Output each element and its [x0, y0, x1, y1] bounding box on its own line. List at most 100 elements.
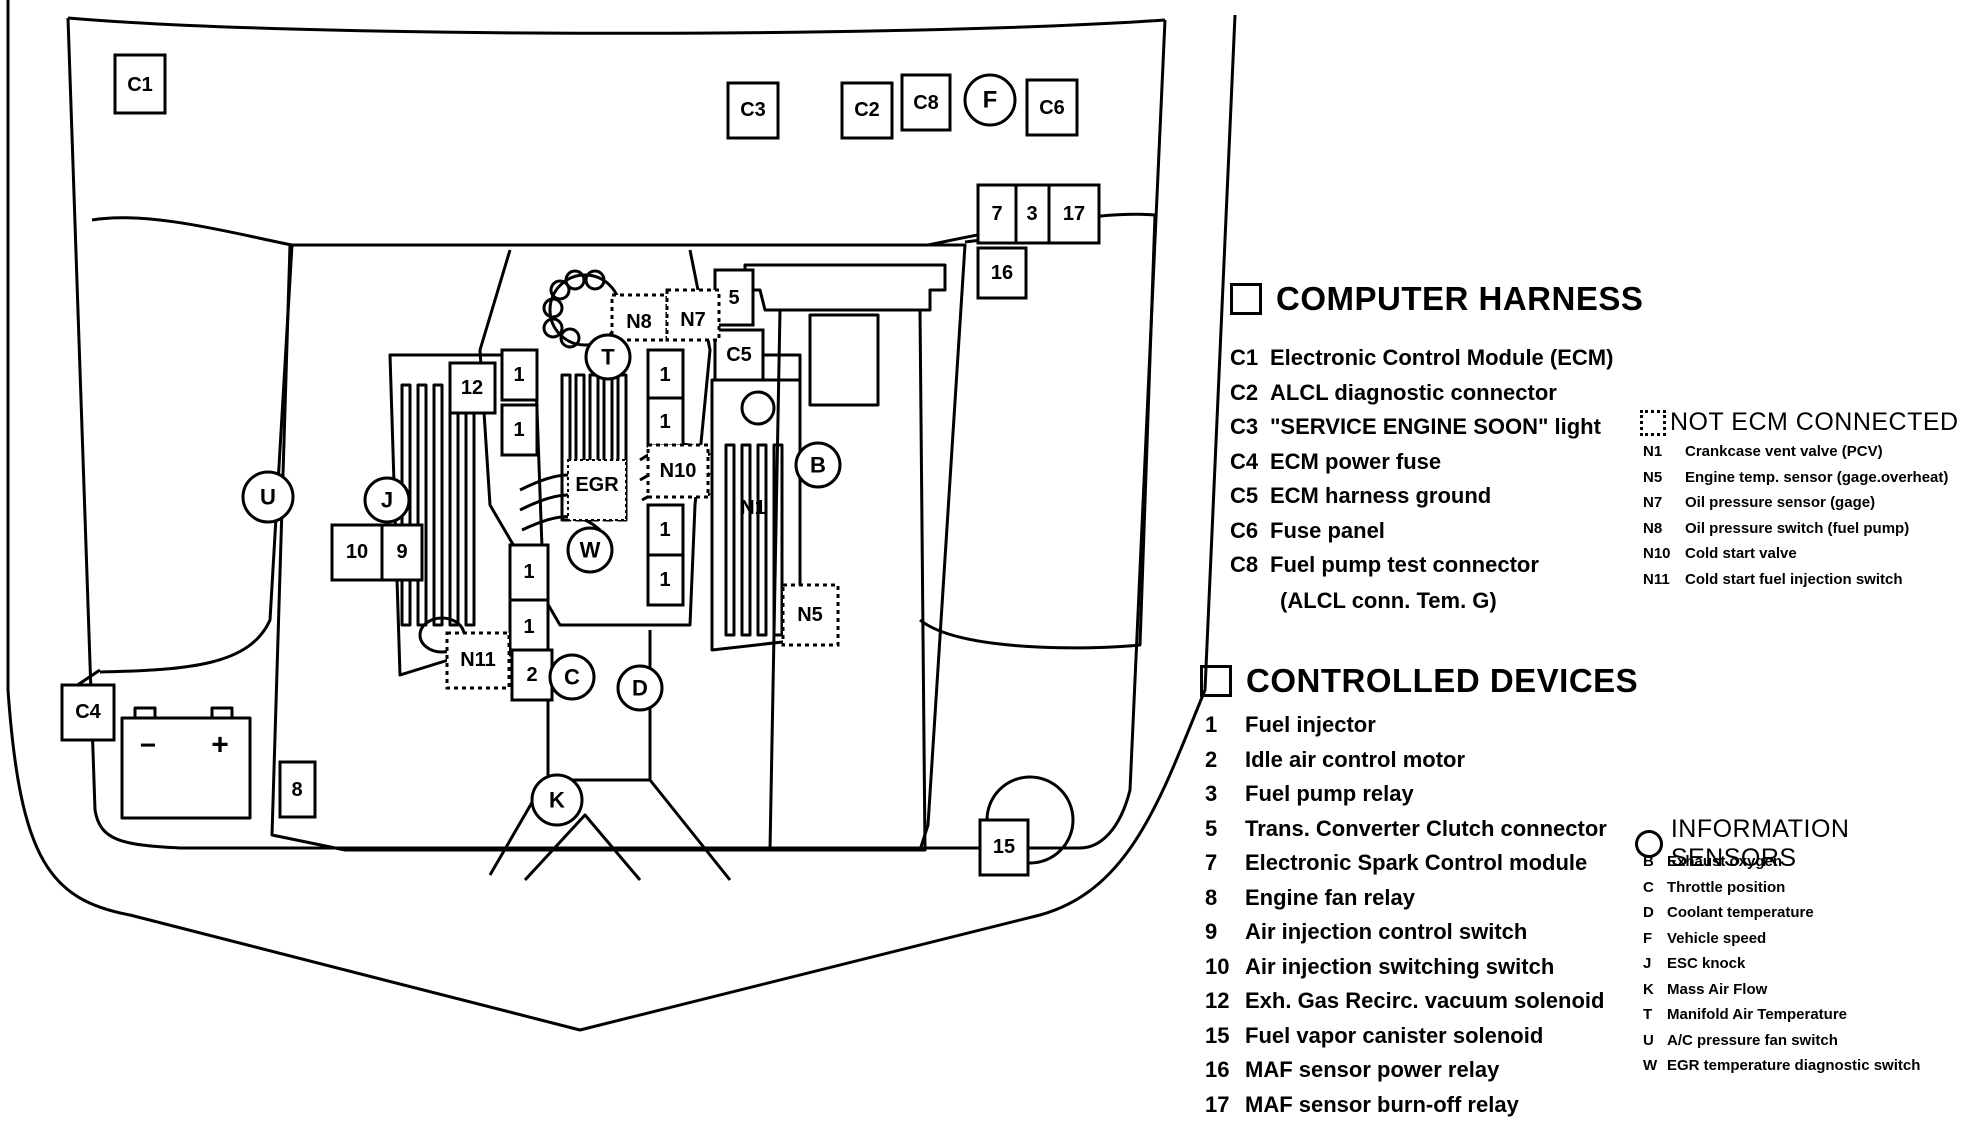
label-N7: N7: [680, 309, 706, 331]
information-sensor-text: Manifold Air Temperature: [1667, 1006, 1848, 1023]
computer-harness-key: C2: [1230, 379, 1259, 405]
computer-harness-key: C4: [1230, 448, 1259, 474]
box-C8: [900, 73, 952, 132]
label-plus: +: [211, 729, 229, 762]
label-N5: N5: [797, 604, 823, 626]
air-cleaner-body: [768, 308, 927, 852]
not-ecm-text: Engine temp. sensor (gage.overheat): [1685, 468, 1949, 486]
label-N10: N10: [660, 460, 697, 482]
solid-square-icon: [1200, 665, 1232, 697]
circle-icon: [1635, 830, 1663, 858]
computer-harness-item: C5 ECM harness ground: [1230, 483, 1491, 509]
computer-harness-key: C5: [1230, 483, 1259, 508]
not-ecm-key: N5: [1643, 468, 1663, 486]
controlled-device-key: 15: [1205, 1022, 1230, 1048]
label-C3: C3: [740, 99, 766, 121]
computer-harness-item: C3"SERVICE ENGINE SOON" light: [1230, 414, 1601, 440]
label-minus: −: [140, 730, 156, 761]
hood-outline: [6, 0, 1237, 1032]
dotted-square-icon: [1640, 409, 1666, 436]
label-C5: C5: [726, 344, 752, 366]
label-1h: 1: [523, 616, 534, 638]
air-intake-duct: [488, 778, 732, 882]
information-sensor-key: F: [1643, 929, 1653, 947]
box-1e: [646, 503, 685, 557]
label-7: 7: [991, 203, 1002, 225]
box-C1: [113, 53, 167, 115]
circle-K: [530, 773, 584, 827]
label-F: F: [983, 87, 998, 114]
battery: [120, 706, 252, 820]
label-J: J: [381, 488, 393, 513]
label-K: K: [549, 788, 565, 813]
computer-harness-text: ECM harness ground: [1270, 483, 1492, 508]
circle-J: [363, 476, 411, 524]
controlled-device-text: Engine fan relay: [1245, 884, 1415, 910]
label-9: 9: [396, 541, 407, 563]
left-bank-fins: [400, 383, 476, 627]
label-N11: N11: [460, 649, 496, 671]
not-ecm-title: NOT ECM CONNECTED: [1640, 408, 1959, 437]
information-sensor-item: F Vehicle speed: [1643, 930, 1766, 947]
information-sensor-key: J: [1643, 955, 1652, 972]
label-17: 17: [1063, 203, 1085, 225]
label-C1: C1: [127, 74, 153, 96]
computer-harness-text: Fuse panel: [1270, 517, 1385, 543]
computer-harness-key: C1: [1230, 345, 1259, 370]
information-sensor-key: U: [1643, 1031, 1654, 1049]
label-EGR: EGR: [575, 474, 619, 496]
not-ecm-key: N7: [1643, 494, 1663, 511]
box-1d: [646, 396, 685, 448]
air-box: [808, 313, 880, 407]
computer-harness-text: "SERVICE ENGINE SOON" light: [1270, 414, 1601, 439]
controlled-device-text: Exh. Gas Recirc. vacuum solenoid: [1245, 988, 1605, 1013]
information-sensor-text: Vehicle speed: [1667, 929, 1767, 947]
information-sensor-text: Coolant temperature: [1667, 904, 1814, 921]
not-ecm-text: Cold start fuel injection switch: [1685, 570, 1903, 588]
label-C2: C2: [854, 99, 880, 121]
computer-harness-item: C2 ALCL diagnostic connector: [1230, 380, 1557, 406]
information-sensor-key: K: [1643, 980, 1654, 998]
label-1f: 1: [659, 569, 670, 591]
controlled-device-key: 16: [1205, 1057, 1230, 1082]
controlled-device-text: Air injection switching switch: [1245, 953, 1555, 979]
box-N10: [646, 443, 710, 499]
controlled-device-item: 15 Fuel vapor canister solenoid: [1205, 1023, 1543, 1049]
label-1b: 1: [513, 419, 524, 441]
computer-harness-text: ALCL diagnostic connector: [1270, 379, 1557, 405]
box-C2: [840, 81, 894, 140]
label-8: 8: [291, 779, 302, 801]
label-12: 12: [461, 377, 483, 399]
not-ecm-text: Cold start valve: [1685, 545, 1797, 562]
label-B: B: [810, 453, 826, 478]
label-1d: 1: [659, 411, 670, 433]
label-W: W: [580, 538, 601, 563]
box-8: [278, 760, 317, 819]
label-T: T: [601, 345, 615, 370]
label-5: 5: [728, 287, 739, 309]
label-C4: C4: [75, 701, 101, 723]
controlled-device-text: Fuel vapor canister solenoid: [1245, 1022, 1544, 1048]
label-C: C: [564, 665, 580, 690]
label-1a: 1: [513, 364, 524, 386]
box-C3: [726, 81, 780, 140]
information-sensors-title: INFORMATION SENSORS: [1635, 815, 1980, 873]
controlled-device-key: 1: [1205, 712, 1218, 737]
box-16: [976, 246, 1028, 300]
inner-hood-outline: [66, 17, 1167, 850]
controlled-device-key: 2: [1205, 746, 1218, 772]
not-ecm-key: N11: [1643, 570, 1670, 588]
box-17: [1047, 183, 1101, 245]
